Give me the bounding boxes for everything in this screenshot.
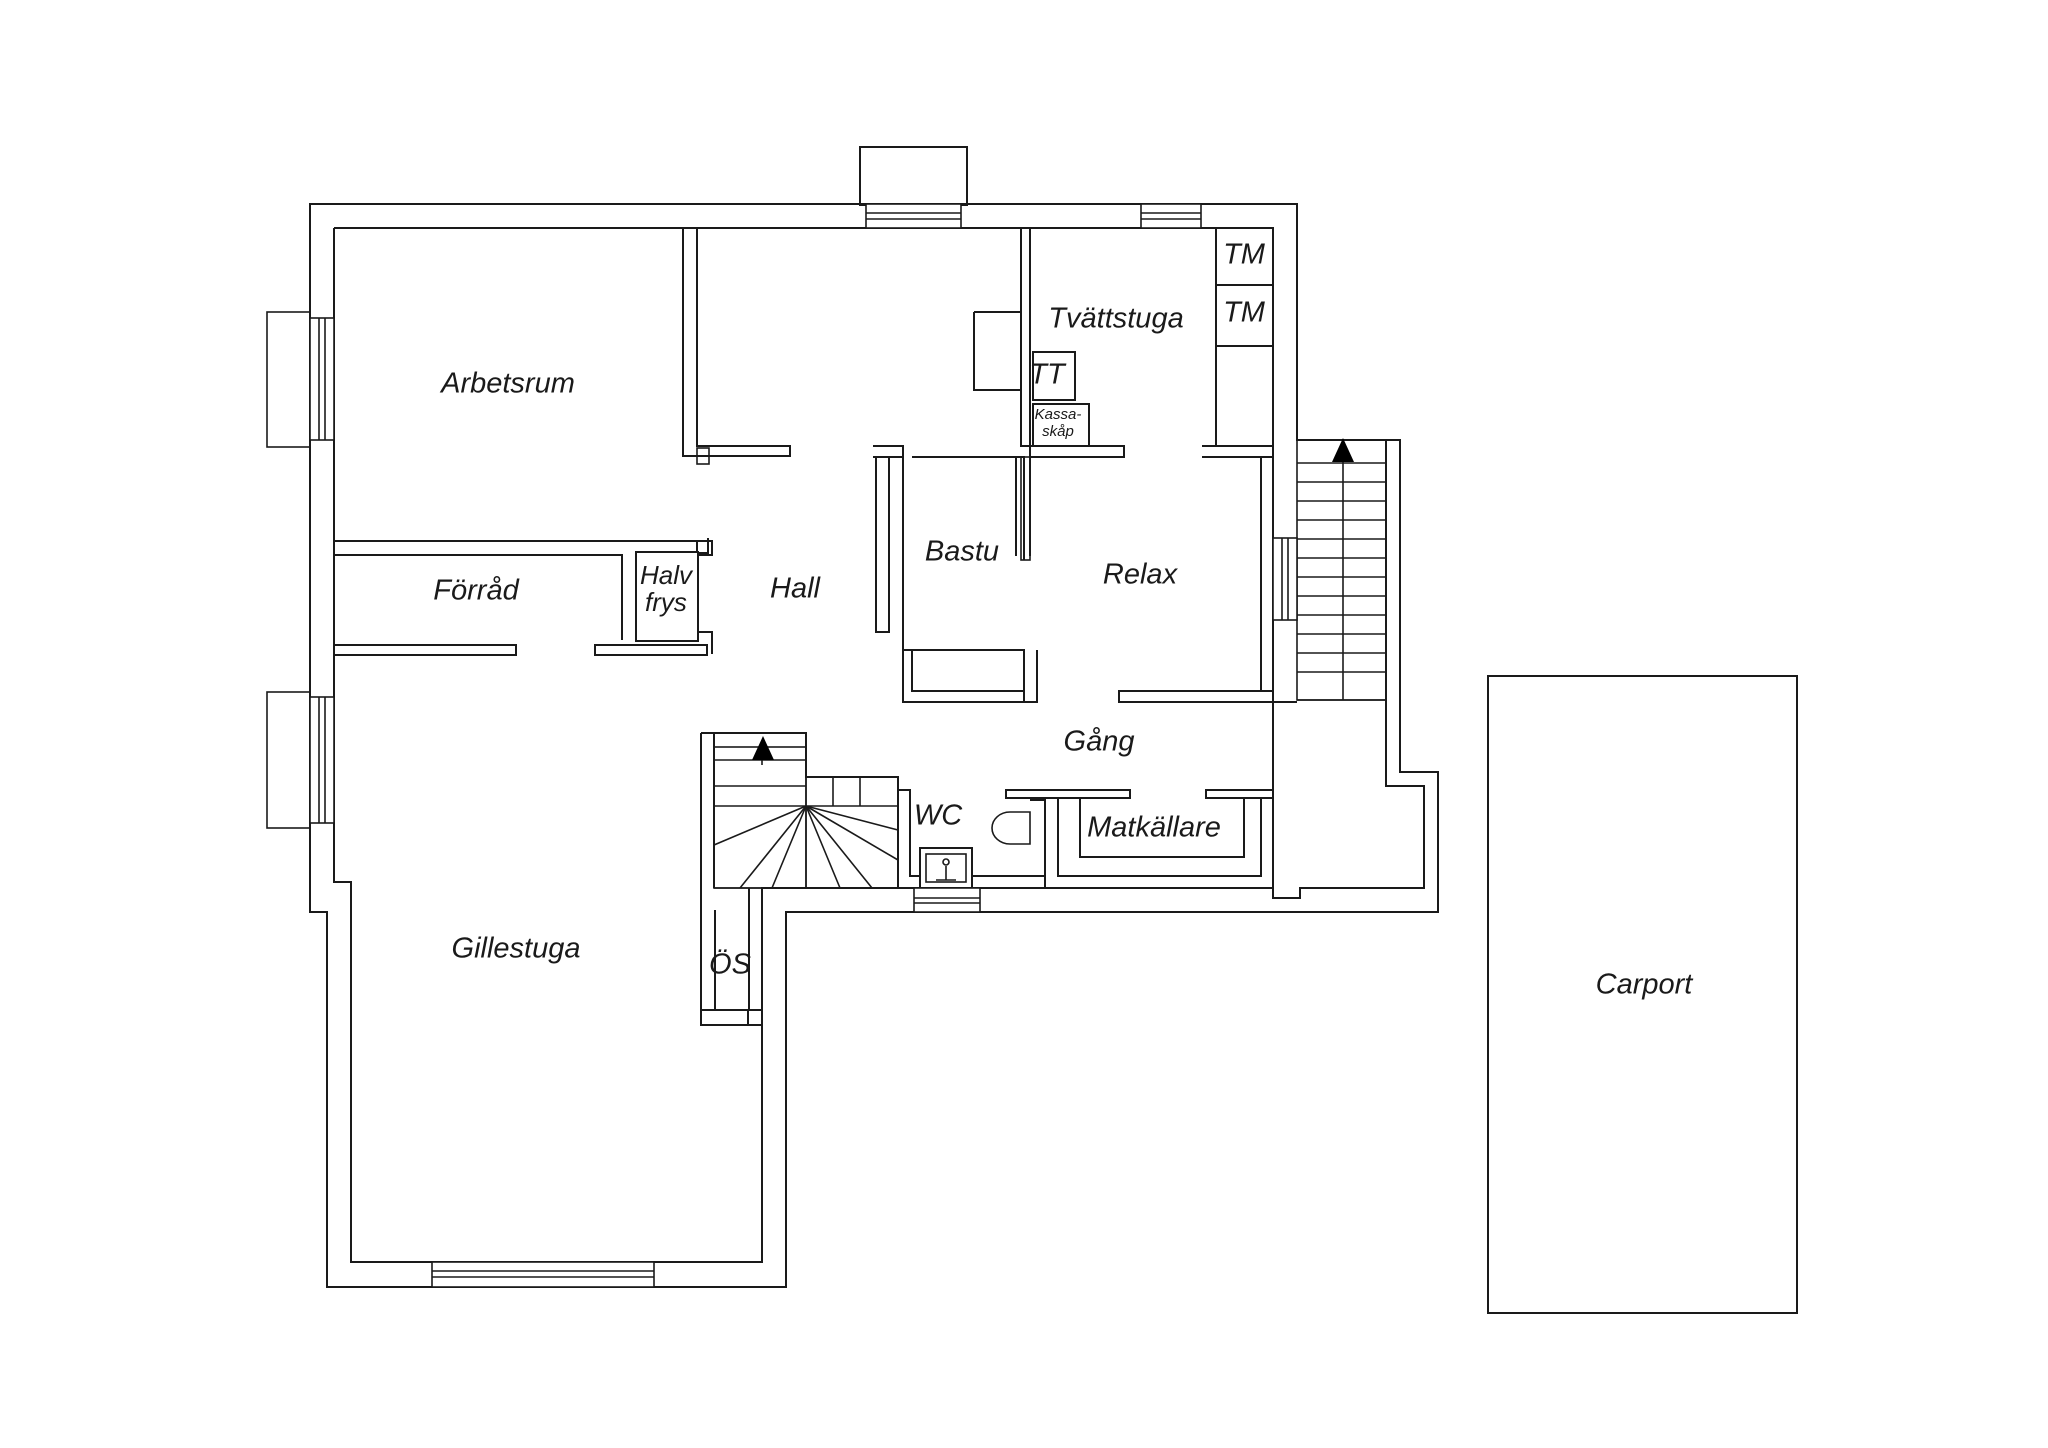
window-gillestuga-side [266, 691, 335, 829]
wc-tap [942, 858, 950, 866]
label-halvfrys-1: Halv [640, 560, 694, 590]
outer-wall-outer [309, 203, 1439, 1288]
label-relax: Relax [1103, 559, 1179, 591]
label-tm-1: TM [1223, 239, 1266, 271]
window-relax [1272, 537, 1298, 621]
wc-sink-inner [925, 853, 967, 883]
label-bastu: Bastu [925, 536, 999, 568]
window-top-hall [865, 203, 962, 229]
label-wc: WC [914, 800, 963, 832]
window-top-tvatt [1140, 203, 1202, 229]
stair-inner-walls [700, 732, 899, 1026]
wall-hall-door [873, 445, 904, 633]
wc-window [913, 887, 981, 913]
chimney [859, 146, 968, 206]
stair-exterior [1296, 439, 1387, 701]
label-tvattstuga: Tvättstuga [1048, 303, 1183, 335]
wall-forrad [334, 554, 708, 656]
wall-matkallare [1044, 798, 1274, 889]
wall-bastu [902, 456, 1038, 703]
window-arbetsrum [266, 311, 335, 448]
label-arbetsrum: Arbetsrum [439, 368, 575, 400]
window-gillestuga-bottom [431, 1261, 655, 1288]
tvatt-counter [1215, 346, 1274, 446]
wall-os [700, 888, 763, 1026]
tt-cabinet [1032, 351, 1076, 401]
stair-arrow-interior [752, 736, 774, 760]
hall-wall-right-stub [698, 540, 713, 654]
carport-outline [1487, 675, 1798, 1314]
label-kassaskap-1: Kassa- [1035, 406, 1082, 423]
bastu-wall-right [1020, 456, 1031, 561]
label-carport: Carport [1596, 969, 1695, 1001]
tm-cabinet-1 [1215, 227, 1274, 286]
wall-hall-top [696, 228, 1030, 447]
toilet [991, 811, 1031, 845]
wall-gang-lower [1005, 701, 1297, 799]
label-hall: Hall [770, 573, 822, 605]
label-tm-2: TM [1223, 297, 1266, 329]
label-os: ÖS [709, 949, 752, 981]
arbetsrum-corner [696, 447, 710, 465]
label-tt: TT [1029, 359, 1067, 391]
halvfrys-box [635, 551, 699, 642]
stair-winder [713, 746, 899, 889]
kassaskap-box [1032, 403, 1090, 447]
wc-tap-handle [936, 866, 956, 881]
label-halvfrys-2: frys [645, 587, 687, 617]
bastu-bench [911, 650, 1024, 692]
label-gang: Gång [1064, 726, 1135, 758]
label-gillestuga: Gillestuga [452, 933, 581, 965]
stair-arrow-exterior [1332, 438, 1354, 462]
label-matkallare: Matkällare [1087, 812, 1221, 844]
label-kassaskap-2: skåp [1042, 423, 1074, 440]
tm-cabinet-2 [1215, 284, 1274, 347]
label-forrad: Förråd [433, 575, 519, 607]
